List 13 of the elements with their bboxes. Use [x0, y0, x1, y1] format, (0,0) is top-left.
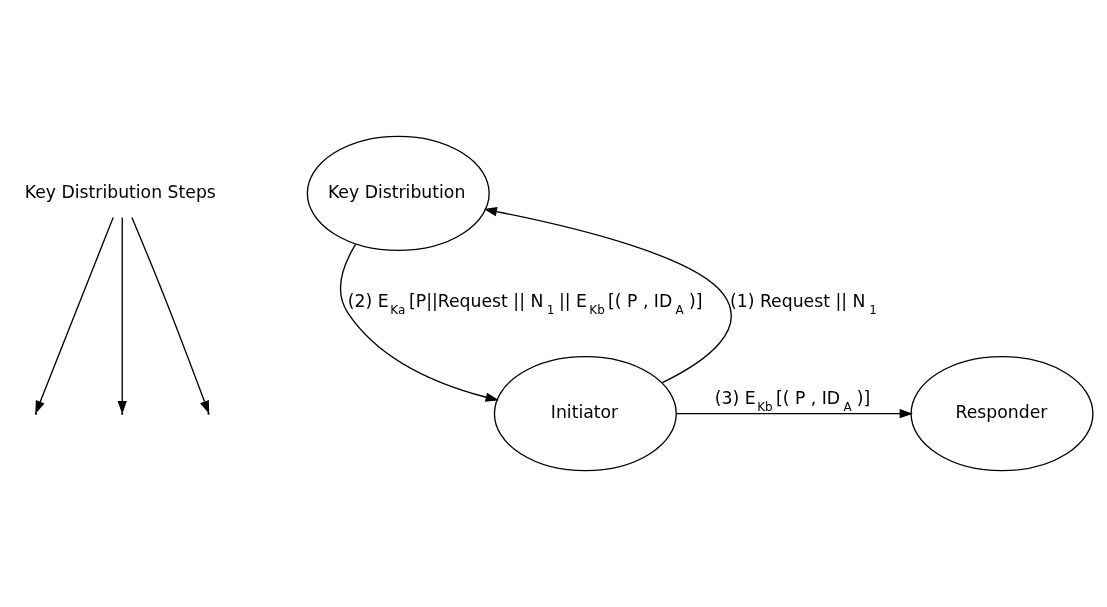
node-text: Key Distribution Steps [24, 181, 216, 202]
node-ellipse: Key Distribution [306, 135, 490, 252]
node-ellipse: Responder [910, 355, 1094, 472]
arrow [675, 409, 913, 419]
edge-label: (3) E$_{Kb}$ [( P , ID$_{A}$ )] [714, 387, 871, 414]
edge-label: (1) Request || N$_{1}$ [729, 290, 877, 317]
arrow [483, 207, 732, 384]
edge-label: (2) E$_{Ka}$ [P||Request || N$_{1}$ || E$_{Kb}$ [( P , ID$_{A}$ )] [347, 290, 703, 317]
arrow [35, 216, 114, 415]
node-ellipse: Initiator [493, 355, 677, 472]
arrow [117, 216, 127, 415]
arrow [131, 216, 210, 414]
arrow [339, 243, 499, 402]
